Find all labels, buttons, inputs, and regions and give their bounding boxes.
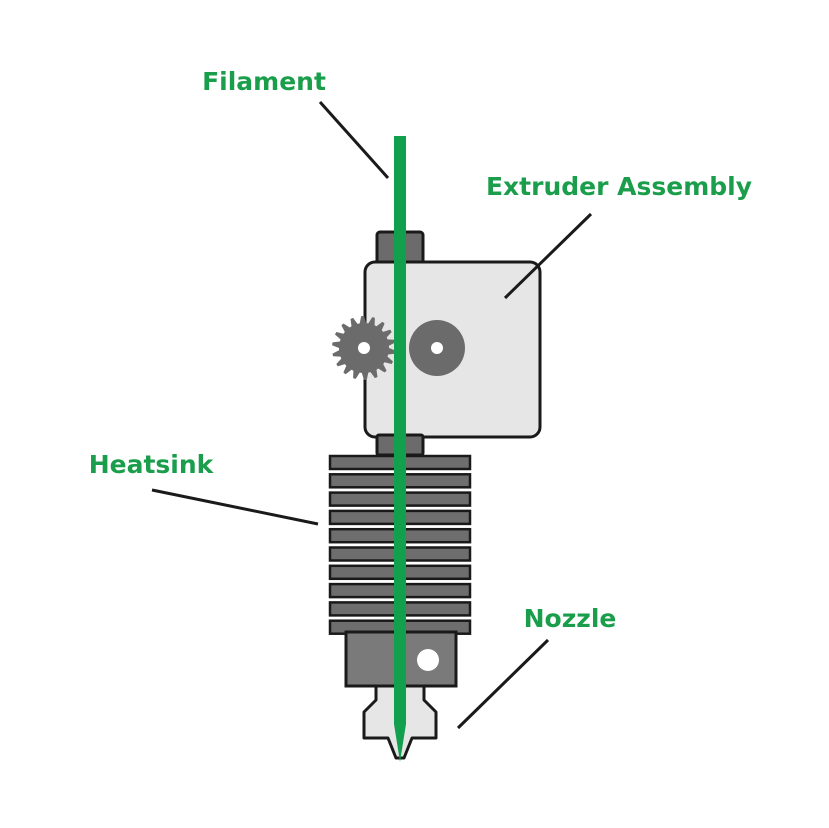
- drive-gear: [332, 316, 396, 380]
- nozzle-label: Nozzle: [524, 604, 617, 633]
- nozzle-leader-line: [456, 638, 550, 730]
- extruder-leader-line: [503, 212, 593, 300]
- heater-block-hole: [417, 649, 439, 671]
- filament-strand: [394, 136, 406, 724]
- heatsink-label: Heatsink: [89, 450, 215, 479]
- heatsink-leader-line: [151, 488, 319, 526]
- drive-gear-hole: [358, 342, 370, 354]
- filament-tip: [394, 724, 406, 762]
- idler-bearing: [409, 320, 465, 376]
- filament-leader-line: [318, 100, 390, 180]
- filament-label: Filament: [202, 67, 326, 96]
- extruder-assembly-label: Extruder Assembly: [486, 172, 752, 201]
